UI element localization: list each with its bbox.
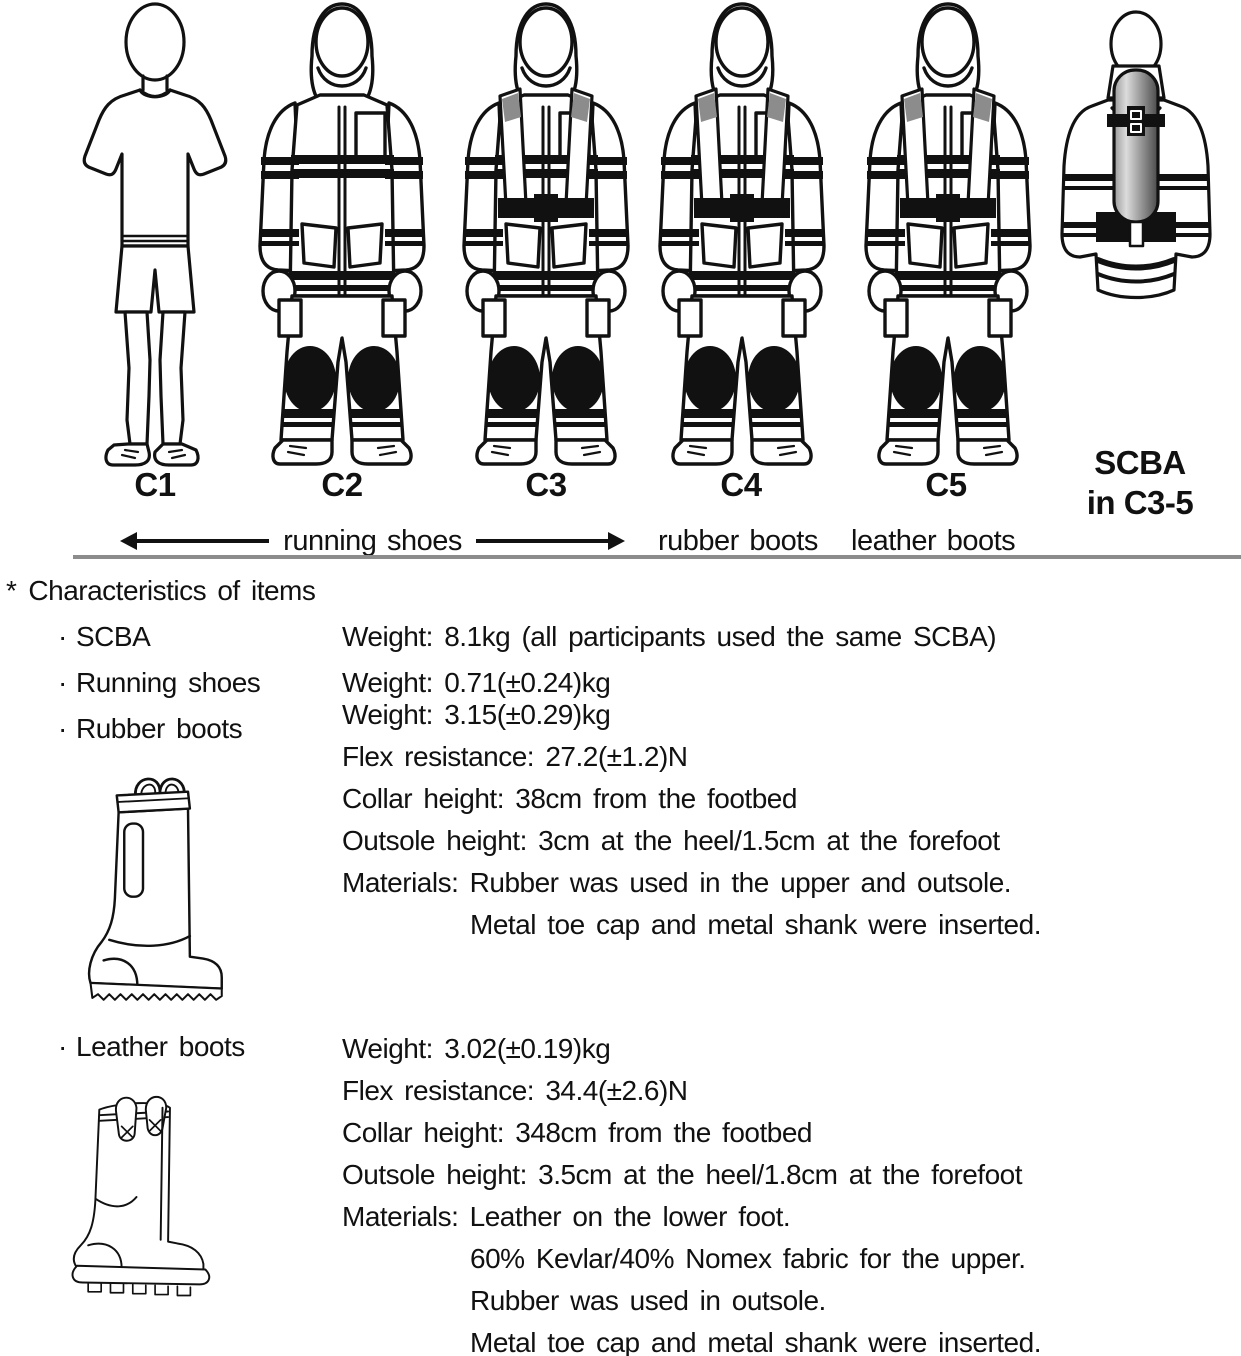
spec-leather-flex-resistance: Flex resistance: 34.4(±2.6)N xyxy=(342,1075,688,1106)
item-bullet: · xyxy=(58,1031,67,1062)
figure-c4-turnout-rubber-boots-illustration xyxy=(658,2,826,466)
leather-boot-illustration xyxy=(71,1095,211,1297)
spec-scba-weight: Weight: 8.1kg (all participants used the… xyxy=(342,621,997,652)
running-shoes-label: running shoes xyxy=(283,524,462,557)
spec-rubber-weight: Weight: 3.15(±0.29)kg xyxy=(342,699,611,730)
characteristics-heading: * Characteristics of items xyxy=(6,574,316,608)
item-name-running-shoes: Running shoes xyxy=(76,667,261,698)
item-name-rubber-boots: Rubber boots xyxy=(76,713,243,744)
spec-leather-materials-cont-3: Metal toe cap and metal shank were inser… xyxy=(470,1327,1041,1356)
figure-c1-casual-illustration xyxy=(82,2,228,467)
spec-rubber-outsole-height: Outsole height: 3cm at the heel/1.5cm at… xyxy=(342,825,1000,856)
figure-c3-turnout-harness-illustration xyxy=(462,2,630,466)
condition-label-c3: C3 xyxy=(525,466,567,503)
rubber-boots-label: rubber boots xyxy=(658,525,818,557)
spec-rubber-collar-height: Collar height: 38cm from the footbed xyxy=(342,783,797,814)
heading-text: Characteristics of items xyxy=(28,575,316,606)
arrow-line-left xyxy=(137,539,270,543)
figure-c5-turnout-leather-boots-illustration xyxy=(864,2,1032,466)
item-bullet: · xyxy=(58,667,67,698)
divider-rule xyxy=(73,555,1241,559)
arrow-right-icon xyxy=(608,532,625,550)
spec-leather-collar-height: Collar height: 348cm from the footbed xyxy=(342,1117,812,1148)
spec-leather-outsole-height: Outsole height: 3.5cm at the heel/1.8cm … xyxy=(342,1159,1023,1190)
spec-rubber-materials: Materials: Rubber was used in the upper … xyxy=(342,867,1012,898)
arrow-line-right xyxy=(475,539,608,543)
spec-leather-materials: Materials: Leather on the lower foot. xyxy=(342,1201,791,1232)
item-name-scba: SCBA xyxy=(76,621,151,652)
figure-scba-back-illustration xyxy=(1050,8,1222,338)
spec-rubber-flex-resistance: Flex resistance: 27.2(±1.2)N xyxy=(342,741,688,772)
spec-running-shoes-weight: Weight: 0.71(±0.24)kg xyxy=(342,667,611,698)
item-name-leather-boots: Leather boots xyxy=(76,1031,245,1062)
running-shoes-range-arrow: running shoes xyxy=(120,524,625,558)
spec-leather-weight: Weight: 3.02(±0.19)kg xyxy=(342,1033,611,1064)
leather-boots-label: leather boots xyxy=(851,525,1016,557)
spec-leather-materials-cont-1: 60% Kevlar/40% Nomex fabric for the uppe… xyxy=(470,1243,1026,1274)
scba-caption: SCBA in C3-5 xyxy=(1060,443,1220,523)
rubber-boot-illustration xyxy=(87,777,224,1002)
item-bullet: · xyxy=(58,713,67,744)
condition-label-c4: C4 xyxy=(720,466,762,503)
spec-leather-materials-cont-2: Rubber was used in outsole. xyxy=(470,1285,826,1316)
condition-label-c2: C2 xyxy=(321,466,363,503)
spec-rubber-materials-cont: Metal toe cap and metal shank were inser… xyxy=(470,909,1041,940)
condition-label-c1: C1 xyxy=(134,466,176,503)
scba-caption-line2: in C3-5 xyxy=(1086,484,1194,521)
arrow-left-icon xyxy=(120,532,137,550)
figure-c2-turnout-illustration xyxy=(258,2,426,466)
scba-caption-line1: SCBA xyxy=(1094,444,1186,481)
condition-label-c5: C5 xyxy=(925,466,967,503)
item-bullet: · xyxy=(58,621,67,652)
heading-marker: * xyxy=(6,575,17,606)
